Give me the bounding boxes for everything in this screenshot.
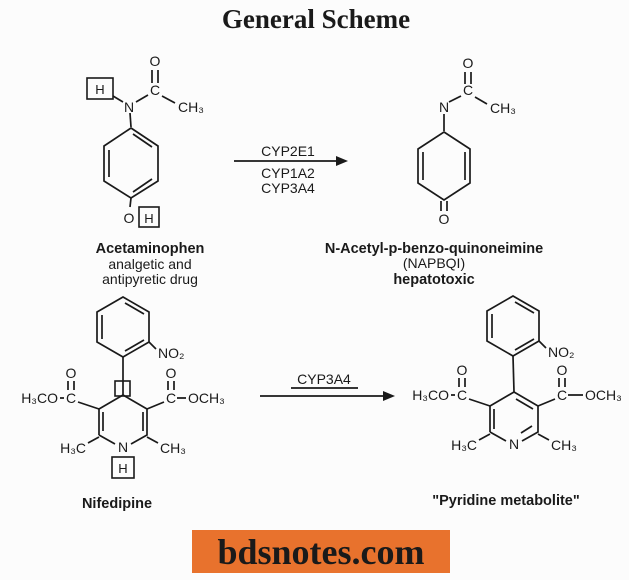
napbqi-caption: N-Acetyl-p-benzo-quinoneimine (NAPBQI) h…	[325, 241, 543, 288]
atom-label-methoxy: OCH₃	[188, 390, 225, 406]
quinoid-double-bonds	[422, 152, 466, 180]
enzyme-label: CYP3A4	[261, 180, 315, 196]
substrate-name: Acetaminophen	[96, 241, 205, 257]
enzyme-label: CYP3A4	[297, 371, 351, 387]
atom-label-oxygen: O	[66, 365, 77, 381]
atom-label-oxygen: O	[439, 211, 450, 227]
atom-label-methyl: CH₃	[490, 100, 516, 116]
atom-label-carbon: C	[463, 82, 473, 98]
watermark-text: bdsnotes.com	[217, 532, 424, 572]
watermark-banner: bdsnotes.com	[192, 530, 450, 573]
right-ester-bonds	[537, 378, 583, 407]
substrate-description-2: antipyretic drug	[102, 271, 198, 287]
atom-label-nitrogen: N	[118, 439, 128, 455]
enzyme-label: CYP2E1	[261, 143, 315, 159]
acetyl-group-bonds	[448, 72, 488, 105]
dihydropyridine-double-bonds	[102, 412, 144, 431]
atom-label-carbon: C	[557, 387, 567, 403]
methyl-bonds	[87, 436, 159, 444]
atom-label-methyl: H₃C	[60, 440, 86, 456]
atom-label-oxygen: O	[124, 210, 135, 226]
ketone-double-bond	[440, 201, 448, 211]
bottom-reaction-arrow: CYP3A4	[260, 371, 395, 401]
atom-label-hydrogen: H	[144, 211, 153, 226]
substrate-description-1: analgetic and	[108, 256, 191, 272]
arrowhead	[383, 391, 395, 401]
arrowhead	[336, 156, 348, 166]
benzene-ring	[103, 126, 159, 200]
substrate-name: Nifedipine	[82, 496, 152, 512]
atom-label-oxygen: O	[457, 362, 468, 378]
atom-label-nitrogen: N	[439, 99, 449, 115]
bond	[538, 340, 547, 349]
bond	[129, 112, 132, 128]
benzene-double-bonds	[108, 133, 153, 193]
napbqi-structure: O C N CH₃ O	[417, 55, 516, 227]
page-title: General Scheme	[222, 4, 410, 34]
labile-hydrogen-box	[138, 206, 160, 228]
atom-label-oxygen: O	[166, 365, 177, 381]
atom-label-methyl: H₃C	[451, 437, 477, 453]
pyridine-ring	[489, 391, 539, 442]
atom-label-oxygen: O	[463, 55, 474, 71]
atom-label-methyl: CH₃	[178, 99, 204, 115]
acetaminophen-structure: H N C O CH₃ O H	[86, 53, 204, 228]
atom-label-methyl: CH₃	[551, 437, 577, 453]
phenyl-ring	[486, 295, 540, 357]
product-name: "Pyridine metabolite"	[432, 493, 580, 509]
phenyl-double-bonds	[101, 302, 145, 352]
atom-label-hydrogen: H	[95, 82, 104, 97]
acetyl-group-bonds	[135, 70, 176, 104]
atom-label-methoxy: OCH₃	[585, 387, 622, 403]
quinoid-ring	[417, 130, 471, 202]
enzyme-label: CYP1A2	[261, 165, 315, 181]
product-abbreviation: (NAPBQI)	[403, 255, 465, 271]
top-reaction-arrow: CYP2E1 CYP1A2 CYP3A4	[234, 143, 348, 196]
atom-label-carbon: C	[457, 387, 467, 403]
atom-label-methoxy: H₃CO	[21, 390, 58, 406]
methyl-bonds	[478, 433, 550, 441]
atom-label-nitro: NO₂	[548, 344, 574, 360]
atom-label-methoxy: H₃CO	[412, 387, 449, 403]
left-ester-bonds	[60, 381, 100, 410]
bond	[112, 95, 124, 103]
atom-label-carbon: C	[150, 82, 160, 98]
pyridine-metabolite-structure: NO₂ N C O H₃CO C O OCH₃ H₃C CH₃	[412, 295, 622, 453]
atom-label-oxygen: O	[557, 362, 568, 378]
bond	[129, 197, 132, 208]
atom-label-methyl: CH₃	[160, 440, 186, 456]
bond	[148, 341, 157, 350]
atom-label-nitro: NO₂	[158, 345, 184, 361]
watermark-background	[192, 530, 450, 573]
atom-label-carbon: C	[66, 390, 76, 406]
product-name: N-Acetyl-p-benzo-quinoneimine	[325, 241, 543, 257]
product-toxicity: hepatotoxic	[393, 272, 474, 288]
labile-hydrogen-box	[111, 456, 135, 479]
atom-label-nitrogen: N	[124, 99, 134, 115]
atom-label-carbon: C	[166, 390, 176, 406]
atom-label-nitrogen: N	[509, 436, 519, 452]
phenyl-ring	[96, 296, 150, 358]
atom-label-oxygen: O	[150, 53, 161, 69]
pyridine-double-bonds	[493, 398, 534, 434]
left-ester-bonds	[451, 378, 491, 407]
nifedipine-structure: NO₂ N H C O H₃CO C O OCH₃ H₃C CH₃	[21, 296, 225, 479]
dihydropyridine-ring	[98, 394, 148, 445]
bond	[512, 355, 515, 393]
atom-label-hydrogen: H	[118, 461, 127, 476]
acetaminophen-caption: Acetaminophen analgetic and antipyretic …	[96, 241, 205, 287]
right-ester-bonds	[146, 381, 186, 410]
labile-hydrogen-box	[86, 77, 114, 100]
phenyl-double-bonds	[491, 301, 535, 351]
